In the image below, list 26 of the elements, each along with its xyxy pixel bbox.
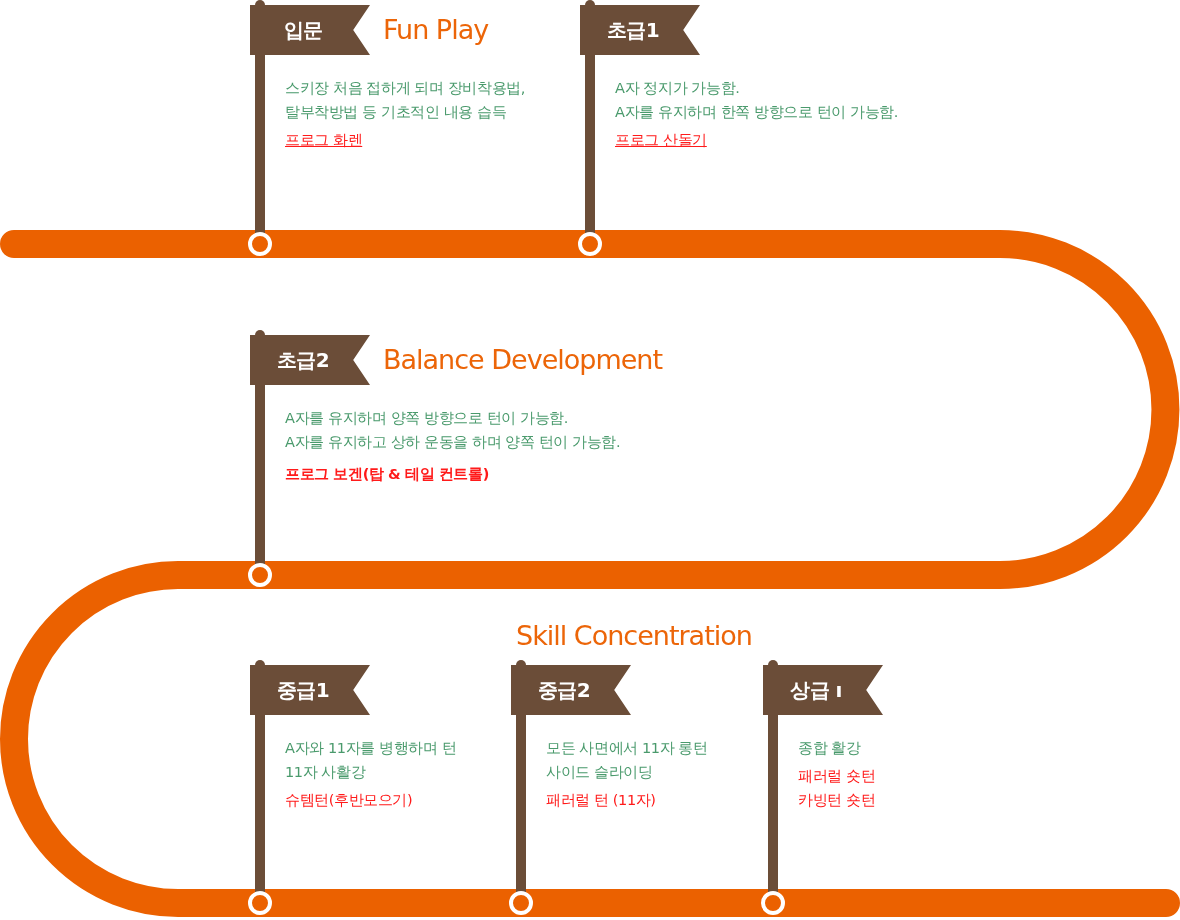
description-text: A자와 11자를 병행하며 턴 <box>285 739 457 758</box>
stage-flag: 초급1 <box>580 5 700 55</box>
description-text: A자를 유지하고 상하 운동을 하며 양쪽 턴이 가능함. <box>285 433 621 452</box>
stage-flag: 중급2 <box>511 665 631 715</box>
description-text: 11자 사활강 <box>285 763 367 782</box>
stage-flag: 중급1 <box>250 665 370 715</box>
description-text: 모든 사면에서 11자 롱턴 <box>546 739 708 758</box>
program-link: 프로그 화렌 <box>285 131 364 150</box>
program-name: 프로그 보겐(탑 & 테일 컨트롤) <box>285 465 490 484</box>
description-text: 종합 활강 <box>798 739 862 758</box>
program-name: 패러럴 턴 (11자) <box>546 791 657 810</box>
stage-flag: 입문 <box>250 5 370 55</box>
stage-flag: 상급 ı <box>763 665 883 715</box>
description-text: A자를 유지하며 한쪽 방향으로 턴이 가능함. <box>615 103 898 122</box>
program-name: 카빙턴 숏턴 <box>798 791 876 810</box>
section-title: Fun Play <box>383 13 489 47</box>
stage-flag: 초급2 <box>250 335 370 385</box>
description-text: A자 정지가 가능함. <box>615 79 741 98</box>
description-text: A자를 유지하며 양쪽 방향으로 턴이 가능함. <box>285 409 569 428</box>
description-text: 스키장 처음 접하게 되며 장비착용법, 탈부착방법 등 기초적인 내용 습득 <box>285 79 527 122</box>
program-link: 프로그 산돌기 <box>615 131 708 150</box>
description-text: 사이드 슬라이딩 <box>546 763 654 782</box>
section-title: Skill Concentration <box>516 619 752 653</box>
program-name: 패러럴 숏턴 <box>798 767 876 786</box>
program-name: 슈템턴(후반모으기) <box>285 791 414 810</box>
section-title: Balance Development <box>383 343 663 377</box>
